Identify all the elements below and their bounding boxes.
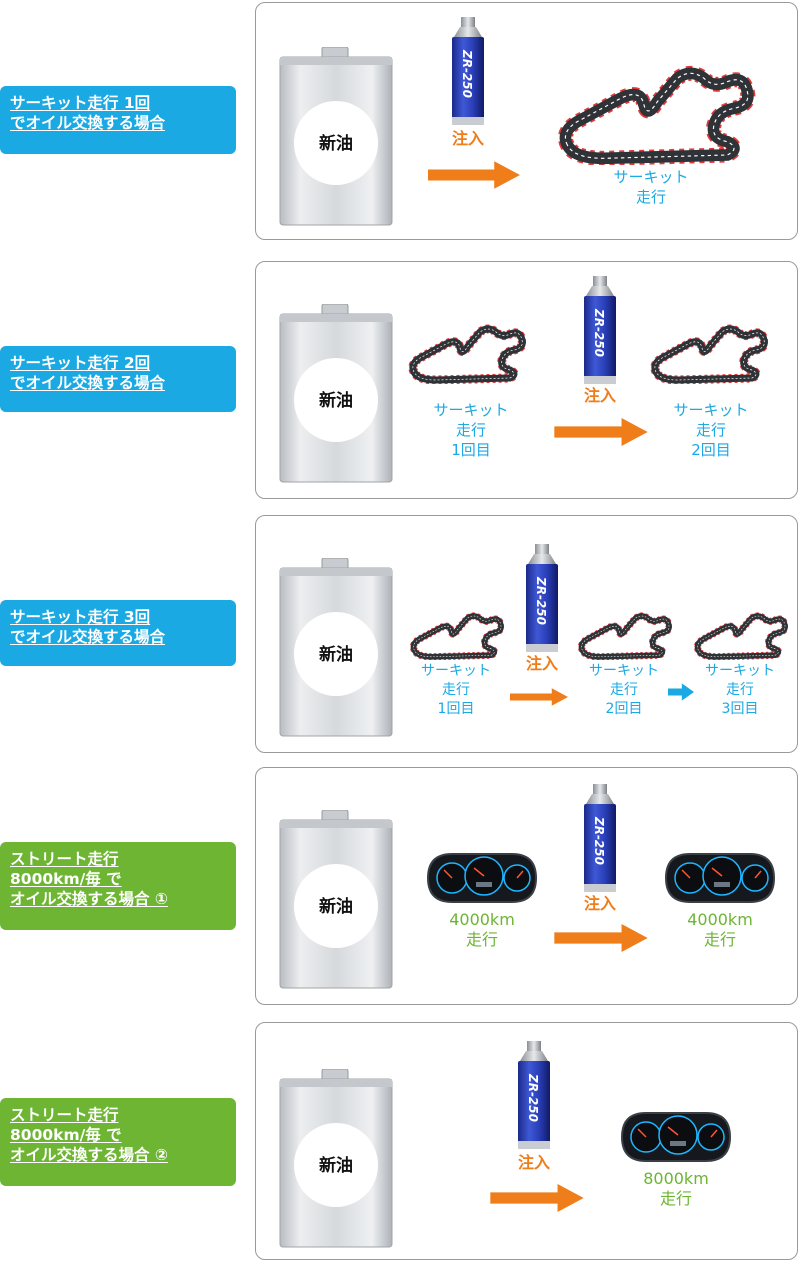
first-text: サーキット 走行 1回目 bbox=[433, 401, 509, 459]
circuit-track-icon bbox=[648, 324, 768, 384]
result-text: 4000km 走行 bbox=[687, 910, 753, 949]
row-4-panel: 新油 4000km 走行 ZR-250 注入 4000km 走行 bbox=[255, 767, 798, 1005]
inject-label: 注入 bbox=[517, 1153, 550, 1172]
oil-can: 新油 bbox=[276, 304, 396, 484]
result-text: サーキット 走行 2回目 bbox=[673, 401, 749, 459]
row-3-label: サーキット走行 3回 でオイル交換する場合 bbox=[0, 600, 236, 666]
circuit-track-icon bbox=[692, 612, 788, 660]
row-3-panel: 新油 サーキット 走行 1回目 ZR-250 注入 サーキット 走行 2回目 サ… bbox=[255, 515, 798, 753]
speedometer-icon bbox=[422, 848, 542, 908]
row-1-label: サーキット走行 1回 でオイル交換する場合 bbox=[0, 86, 236, 154]
row-1-panel: 新油 ZR-250 注入 サーキット 走行 bbox=[255, 2, 798, 240]
circuit-track-icon bbox=[576, 612, 672, 660]
speedometer-icon bbox=[616, 1107, 736, 1167]
circuit-track-icon bbox=[406, 324, 526, 384]
oil-can: 新油 bbox=[276, 1069, 396, 1249]
arrow-icon bbox=[554, 418, 648, 446]
oil-bottle: ZR-250 bbox=[580, 276, 620, 386]
second-text: サーキット 走行 2回目 bbox=[589, 663, 659, 717]
oil-bottle: ZR-250 bbox=[522, 544, 562, 654]
third-text: サーキット 走行 3回目 bbox=[705, 663, 775, 717]
first-text: 4000km 走行 bbox=[449, 910, 515, 949]
inject-label: 注入 bbox=[525, 654, 558, 673]
arrow-icon bbox=[490, 1184, 584, 1212]
circuit-track-icon bbox=[534, 65, 774, 165]
oil-can: 新油 bbox=[276, 558, 396, 738]
row-5-panel: 新油 ZR-250 注入 8000km 走行 bbox=[255, 1022, 798, 1260]
row-4-label: ストリート走行 8000km/毎 で オイル交換する場合 ① bbox=[0, 842, 236, 930]
oil-bottle: ZR-250 bbox=[514, 1041, 554, 1151]
inject-label: 注入 bbox=[451, 129, 484, 148]
row-2-panel: 新油 サーキット 走行 1回目 ZR-250 注入 サーキット 走行 2回目 bbox=[255, 261, 798, 499]
inject-label: 注入 bbox=[583, 386, 616, 405]
oil-can: 新油 bbox=[276, 810, 396, 990]
arrow-icon bbox=[510, 685, 568, 709]
inject-label: 注入 bbox=[583, 894, 616, 913]
oil-can: 新油 bbox=[276, 47, 396, 227]
oil-bottle: ZR-250 bbox=[448, 17, 488, 127]
speedometer-icon bbox=[660, 848, 780, 908]
row-5-label: ストリート走行 8000km/毎 で オイル交換する場合 ② bbox=[0, 1098, 236, 1186]
oil-bottle: ZR-250 bbox=[580, 784, 620, 894]
circuit-track-icon bbox=[408, 612, 504, 660]
arrow-icon bbox=[428, 161, 520, 189]
arrow-icon bbox=[554, 924, 648, 952]
result-text: サーキット 走行 bbox=[613, 168, 689, 206]
row-2-label: サーキット走行 2回 でオイル交換する場合 bbox=[0, 346, 236, 412]
result-text: 8000km 走行 bbox=[643, 1169, 709, 1208]
first-text: サーキット 走行 1回目 bbox=[421, 663, 491, 717]
